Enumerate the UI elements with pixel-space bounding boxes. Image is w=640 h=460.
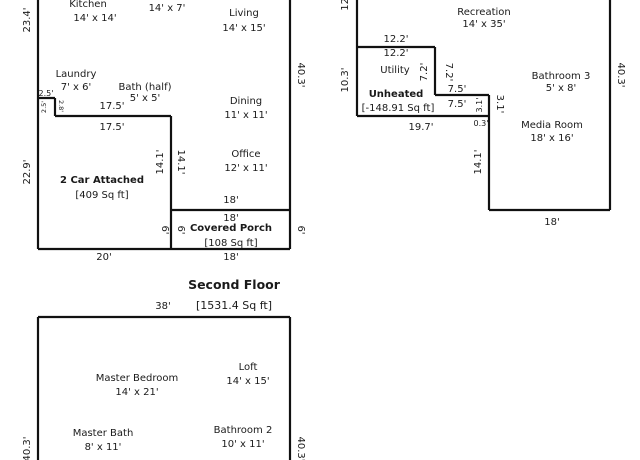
bathroom2-size: 10' x 11': [221, 439, 264, 450]
garage-left-dim: 22.9': [22, 159, 33, 184]
second-floor-area: [1531.4 Sq ft]: [196, 299, 272, 312]
laundry-label: Laundry: [56, 69, 97, 80]
laundry-tiny-dim-2: 2.8': [57, 100, 65, 112]
master-bath-label: Master Bath: [73, 428, 134, 439]
basement-plan: 12' Recreation 14' x 35' 12.2' 12.2' Uti…: [340, 0, 626, 228]
second-floor-title: Second Floor: [188, 277, 281, 292]
porch-right-dim: 6': [295, 225, 306, 234]
basement-top-left-dim: 12': [340, 0, 351, 11]
office-size: 12' x 11': [224, 163, 267, 174]
laundry-width-dim: 2.5': [39, 89, 54, 98]
master-bedroom-label: Master Bedroom: [96, 373, 179, 384]
small-dim-a: 3.1': [475, 98, 484, 113]
living-label: Living: [229, 8, 259, 19]
bathroom2-label: Bathroom 2: [214, 425, 273, 436]
second-floor-plan: Second Floor 38' [1531.4 Sq ft] Master B…: [22, 277, 306, 460]
first-floor-plan: Kitchen 14' x 14' 14' x 7' Living 14' x …: [22, 0, 306, 263]
bathroom3-size: 5' x 8': [546, 83, 577, 94]
porch-area: [108 Sq ft]: [204, 238, 257, 249]
master-bath-size: 8' x 11': [85, 442, 122, 453]
master-bedroom-size: 14' x 21': [115, 387, 158, 398]
kitchen-label: Kitchen: [69, 0, 107, 10]
second-floor-top-dim: 38': [155, 301, 170, 312]
first-left-top-dim: 23.4': [22, 7, 33, 32]
media-left-dim: 14.1': [473, 149, 484, 174]
kitchen-size: 14' x 14': [73, 13, 116, 24]
bath-half-label: Bath (half): [119, 82, 172, 93]
porch-left-dim-a: 6': [159, 225, 170, 234]
bath-half-size: 5' x 5': [130, 93, 161, 104]
utility-label: Utility: [380, 65, 409, 76]
garage-label: 2 Car Attached: [60, 175, 144, 186]
garage-top-dim: 17.5': [99, 122, 124, 133]
dining-size: 11' x 11': [224, 110, 267, 121]
unheated-label: Unheated: [369, 89, 424, 100]
recreation-size: 14' x 35': [462, 19, 505, 30]
bath-width-dim: 17.5': [99, 101, 124, 112]
porch-top-dim: 18': [223, 213, 238, 224]
ledge-dim-b: 7.5': [448, 99, 467, 110]
step-dim-a: 7.2': [419, 63, 430, 82]
media-room-label: Media Room: [521, 120, 583, 131]
basement-bottom-dim: 19.7': [408, 122, 433, 133]
bathroom3-label: Bathroom 3: [532, 71, 591, 82]
utility-top-dim-a: 12.2': [383, 34, 408, 45]
garage-right-dim: 14.1': [155, 149, 166, 174]
step-dim-b: 7.2': [443, 63, 454, 82]
first-right-dim: 40.3': [295, 62, 306, 87]
dining-label: Dining: [230, 96, 262, 107]
porch-label: Covered Porch: [190, 223, 272, 234]
media-room-size: 18' x 16': [530, 133, 573, 144]
small-dim-c: 0.3': [474, 119, 489, 128]
second-floor-left-dim: 40.3': [22, 436, 33, 460]
living-size: 14' x 15': [222, 23, 265, 34]
garage-area: [409 Sq ft]: [75, 190, 128, 201]
utility-top-dim-b: 12.2': [383, 48, 408, 59]
office-bottom-dim: 18': [223, 195, 238, 206]
laundry-tiny-dim: 2.5': [40, 101, 48, 113]
porch-left-dim-b: 6': [175, 225, 186, 234]
media-bottom-dim: 18': [544, 217, 559, 228]
basement-left-dim: 10.3': [340, 67, 351, 92]
dining-left-dim: 14.1': [175, 149, 186, 174]
top-room-size: 14' x 7': [149, 3, 186, 14]
loft-size: 14' x 15': [226, 376, 269, 387]
recreation-label: Recreation: [457, 7, 510, 18]
small-dim-b: 3.1': [494, 95, 505, 114]
second-floor-right-dim: 40.3': [295, 436, 306, 460]
first-bottom-left-dim: 20': [96, 252, 111, 263]
laundry-size: 7' x 6': [61, 82, 92, 93]
loft-label: Loft: [239, 362, 258, 373]
basement-right-dim: 40.3': [615, 62, 626, 87]
first-bottom-right-dim: 18': [223, 252, 238, 263]
office-label: Office: [231, 149, 260, 160]
unheated-area: [-148.91 Sq ft]: [362, 103, 435, 114]
ledge-dim-a: 7.5': [448, 84, 467, 95]
